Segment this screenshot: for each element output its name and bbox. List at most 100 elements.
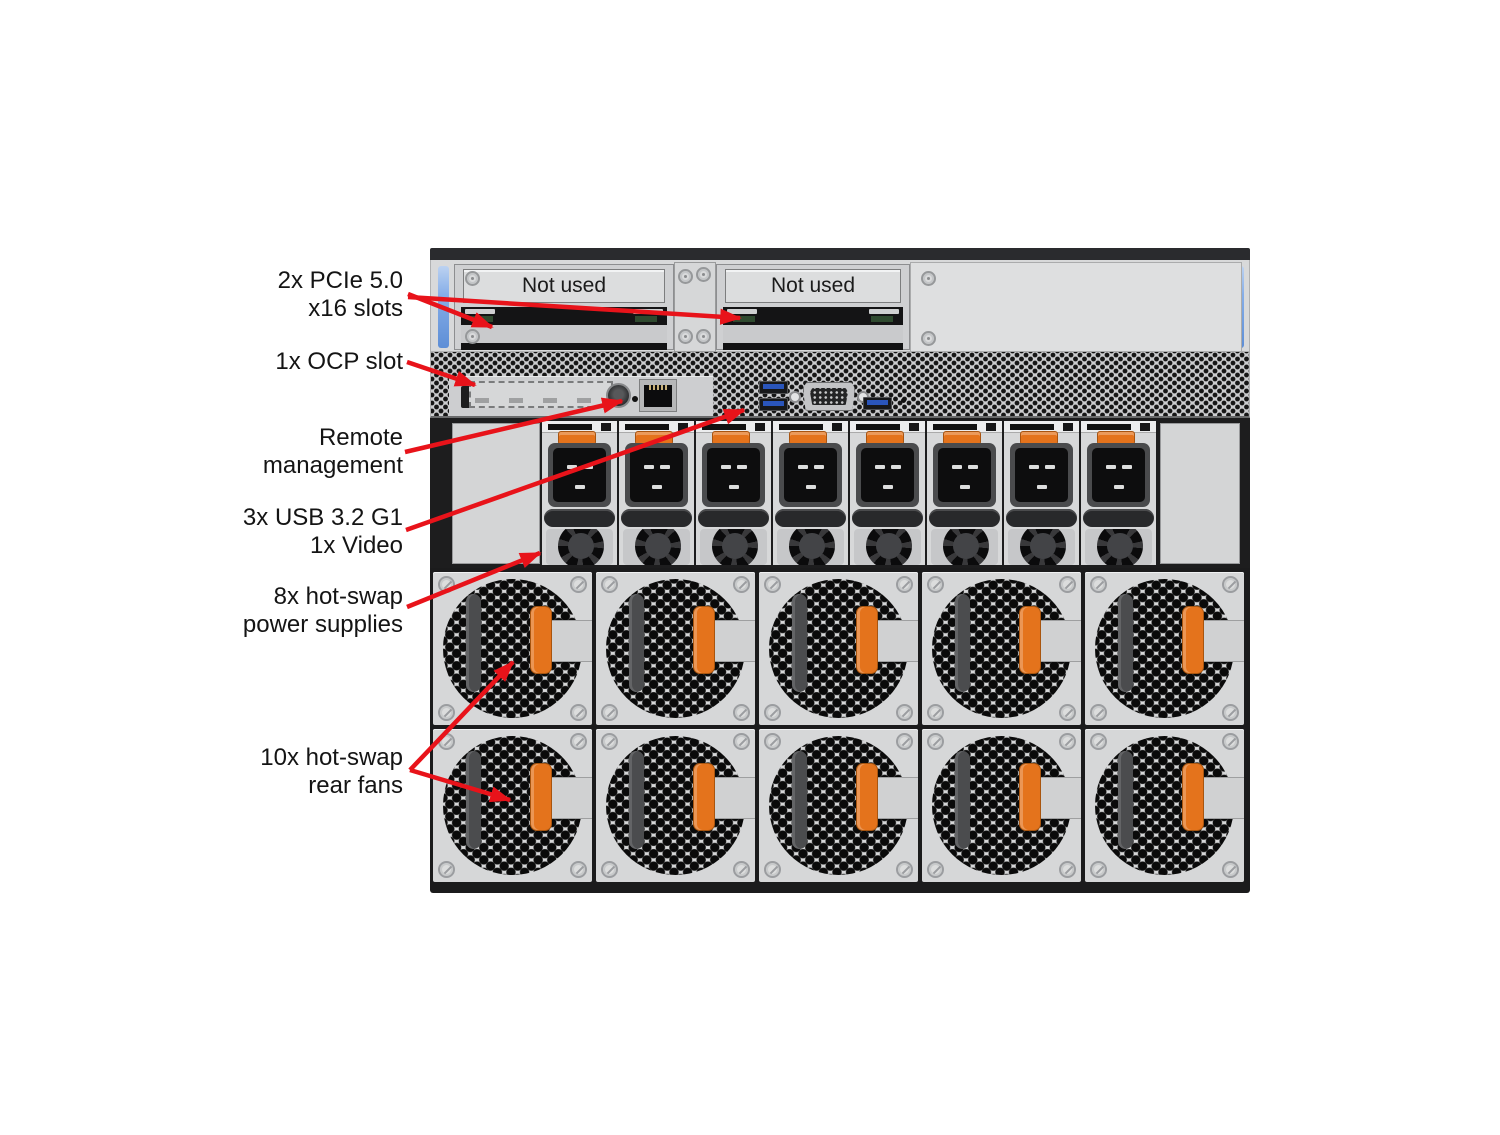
not-used-label: Not used	[770, 274, 856, 297]
fan-module	[759, 572, 918, 725]
psu-fan	[1097, 529, 1143, 565]
fan-release-latch	[856, 606, 878, 674]
psu-blank-panel-right	[1160, 423, 1240, 564]
psu-inlet-recess	[933, 443, 996, 507]
c20-power-inlet	[630, 448, 683, 502]
pcie-empty-bay	[461, 325, 667, 343]
fan-release-latch	[1182, 763, 1204, 831]
fan-release-latch	[693, 606, 715, 674]
screw-icon	[570, 861, 587, 878]
pcie-slot-cage-2: Not used	[716, 264, 910, 350]
fan-handle	[792, 751, 807, 849]
psu-fan	[789, 529, 835, 565]
screw-icon	[678, 269, 693, 284]
fan-row-1	[433, 572, 1244, 725]
psu-inlet-recess	[702, 443, 765, 507]
fan-release-latch	[530, 606, 552, 674]
label-remote-management: Remote management	[0, 424, 403, 480]
screw-icon	[896, 861, 913, 878]
screw-icon	[927, 861, 944, 878]
fan-release-latch	[1019, 606, 1041, 674]
riser-center-bracket	[674, 262, 716, 352]
screw-icon	[696, 267, 711, 282]
power-supply-unit	[1004, 421, 1079, 565]
pcie-slot-opening	[723, 343, 903, 350]
psu-inlet-recess	[779, 443, 842, 507]
label-line: 10x hot-swap	[260, 744, 403, 771]
screw-icon	[678, 329, 693, 344]
fan-module	[596, 729, 755, 882]
left-edge-blue-strip	[438, 266, 449, 348]
screw-icon	[465, 329, 480, 344]
pcie-slot-opening	[461, 343, 667, 350]
screw-icon	[696, 329, 711, 344]
c20-power-inlet	[1092, 448, 1145, 502]
label-line: 1x Video	[310, 532, 403, 559]
fan-release-latch	[1019, 763, 1041, 831]
fan-handle	[1118, 751, 1133, 849]
fan-handle	[466, 751, 481, 849]
screw-icon	[733, 576, 750, 593]
screw-icon	[764, 704, 781, 721]
screw-icon	[601, 704, 618, 721]
label-line: 8x hot-swap	[273, 583, 403, 610]
screw-icon	[1090, 704, 1107, 721]
psu-fan-frame	[777, 529, 844, 565]
psu-fan-frame	[1008, 529, 1075, 565]
usb-port-1	[759, 381, 788, 394]
power-supply-unit	[542, 421, 617, 565]
c20-power-inlet	[1015, 448, 1068, 502]
power-supply-unit	[696, 421, 771, 565]
psu-handle	[1083, 509, 1154, 527]
screw-icon	[896, 733, 913, 750]
c20-power-inlet	[938, 448, 991, 502]
screw-icon	[601, 576, 618, 593]
screw-icon	[1090, 733, 1107, 750]
psu-handle	[929, 509, 1000, 527]
fan-module	[1085, 572, 1244, 725]
label-rear-fans: 10x hot-swap rear fans	[0, 744, 403, 800]
fan-module	[433, 729, 592, 882]
label-power-supplies: 8x hot-swap power supplies	[0, 583, 403, 639]
psu-fan-frame	[700, 529, 767, 565]
fan-handle	[1118, 594, 1133, 692]
label-usb-video: 3x USB 3.2 G1 1x Video	[0, 504, 403, 560]
pcie-filler-panel: Not used	[463, 269, 665, 303]
pcie-slot-cage-1: Not used	[454, 264, 674, 350]
screw-icon	[896, 704, 913, 721]
fan-handle	[955, 594, 970, 692]
nmi-button	[606, 383, 631, 408]
psu-fan	[1020, 529, 1066, 565]
label-line: power supplies	[242, 611, 403, 638]
psu-handle	[621, 509, 692, 527]
screw-icon	[438, 704, 455, 721]
psu-row	[542, 421, 1156, 565]
psu-handle	[1006, 509, 1077, 527]
fan-handle	[955, 751, 970, 849]
screw-icon	[927, 704, 944, 721]
label-line: Remote	[318, 424, 403, 451]
screw-icon	[1222, 733, 1239, 750]
pinhole-led	[901, 398, 906, 403]
screw-icon	[921, 271, 936, 286]
psu-section	[430, 418, 1250, 568]
fan-release-latch	[1182, 606, 1204, 674]
screw-icon	[570, 576, 587, 593]
fan-section	[430, 568, 1250, 893]
psu-inlet-recess	[625, 443, 688, 507]
power-supply-unit	[1081, 421, 1156, 565]
fan-module	[1085, 729, 1244, 882]
fan-row-2	[433, 729, 1244, 882]
label-pcie-slots: 2x PCIe 5.0 x16 slots	[0, 267, 403, 323]
not-used-label: Not used	[521, 274, 607, 297]
screw-icon	[1090, 861, 1107, 878]
psu-inlet-recess	[1087, 443, 1150, 507]
fan-release-latch	[693, 763, 715, 831]
psu-fan	[558, 529, 604, 565]
fan-handle	[792, 594, 807, 692]
screw-icon	[927, 576, 944, 593]
usb-port-3	[863, 397, 892, 410]
management-ethernet-port	[639, 379, 677, 412]
pcie-slot-opening	[461, 307, 667, 325]
